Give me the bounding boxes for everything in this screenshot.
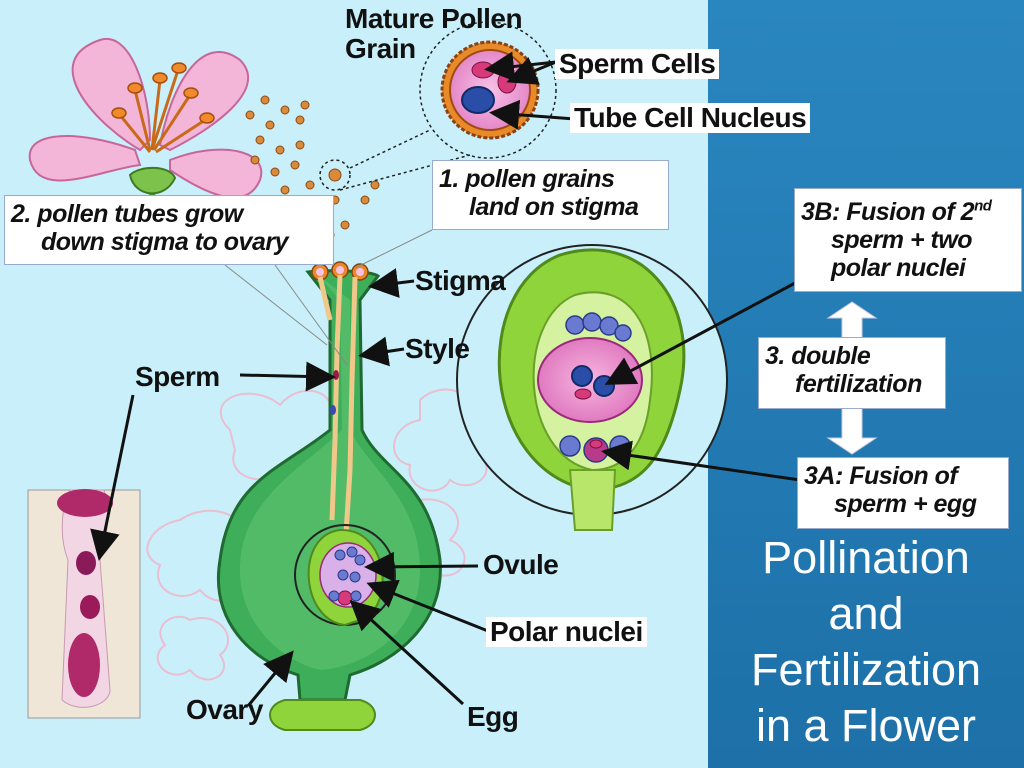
step3a-box: 3A: Fusion of sperm + egg <box>797 457 1009 529</box>
petal <box>28 135 142 182</box>
step2-line2: down stigma to ovary <box>41 228 288 256</box>
step3b-line2: sperm + two <box>831 226 973 255</box>
title-line4: in a Flower <box>755 700 977 751</box>
stigma-label: Stigma <box>415 265 506 296</box>
pollen-tube <box>342 276 358 551</box>
egg-label: Egg <box>467 701 519 732</box>
tube-cell-nucleus-shape <box>461 86 495 114</box>
step3-line1: 3. double <box>765 342 871 370</box>
tube-cell-nucleus-label: Tube Cell Nucleus <box>570 103 811 133</box>
mature-pollen-line1: Mature Pollen <box>345 3 523 34</box>
ovary-label: Ovary <box>186 694 263 725</box>
sperm-label: Sperm <box>135 361 220 392</box>
pointer-arrows <box>90 51 801 707</box>
step2-line1: 2. pollen tubes grow <box>11 200 243 228</box>
step2-box: 2. pollen tubes grow down stigma to ovar… <box>4 195 334 265</box>
petal <box>158 51 249 152</box>
style-label: Style <box>405 333 470 364</box>
petal <box>71 37 152 152</box>
zoom-indicator <box>319 21 557 191</box>
mature-pollen-line2: Grain <box>345 33 416 64</box>
flower-illustration <box>28 37 263 221</box>
pollen-tube <box>329 274 343 521</box>
callout-lines <box>224 229 433 366</box>
title-line3: Fertilization <box>750 644 982 695</box>
ovule-enlargement <box>456 244 728 531</box>
step3a-line2: sperm + egg <box>834 490 977 518</box>
ovule-label: Ovule <box>483 549 559 580</box>
step3b-box: 3B: Fusion of 2nd sperm + two polar nucl… <box>794 188 1022 292</box>
step3b-line1-sup: nd <box>974 198 992 215</box>
step3-box: 3. double fertilization <box>758 337 946 409</box>
title-line2: and <box>828 588 904 639</box>
polar-nuclei-label: Polar nuclei <box>486 617 647 647</box>
step3-line2: fertilization <box>795 370 922 398</box>
step1-box: 1. pollen grains land on stigma <box>432 160 669 230</box>
sperm-cells-label: Sperm Cells <box>555 49 720 79</box>
sperm-micrograph <box>27 489 141 719</box>
step3b-line1: 3B: Fusion of 2nd <box>801 198 992 227</box>
mature-pollen-label: Mature Pollen Grain <box>345 3 523 64</box>
sperm-cell-shape <box>497 70 517 94</box>
highlighted-pollen <box>328 168 342 182</box>
step1-line1: 1. pollen grains <box>439 165 615 193</box>
step3a-line1: 3A: Fusion of <box>804 462 958 490</box>
page-title: Pollination and Fertilization in a Flowe… <box>716 530 1016 754</box>
step1-line2: land on stigma <box>469 193 639 221</box>
title-line1: Pollination <box>762 532 970 583</box>
ovary-base <box>269 699 376 731</box>
step3b-line3: polar nuclei <box>831 254 966 283</box>
petal <box>169 148 263 199</box>
step3b-line1-prefix: 3B: Fusion of 2 <box>801 198 975 227</box>
